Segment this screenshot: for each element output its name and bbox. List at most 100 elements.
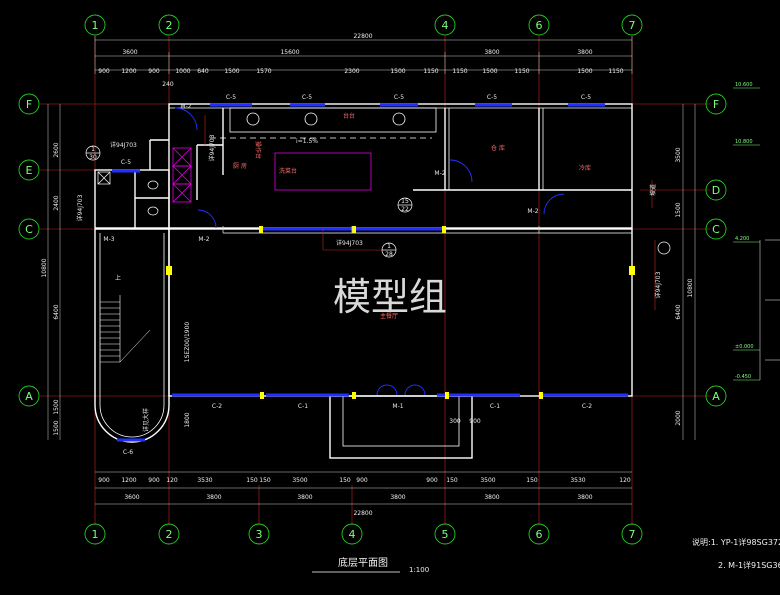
dim-bottom-row1-10: 900	[426, 477, 438, 484]
axis-label-bottom-6: 6	[536, 528, 543, 541]
dim-top-row3-7: 2300	[344, 68, 359, 75]
slope-label: i=1.5%	[296, 138, 318, 145]
door-label-m2-4: M-2	[527, 208, 538, 215]
dim-top-row3-5: 1500	[224, 68, 239, 75]
cold-store-boxes	[172, 147, 192, 203]
door-label-m3: M-3	[103, 236, 114, 243]
dim-top-row3-2: 900	[148, 68, 160, 75]
dim-left-2: 10800	[41, 258, 48, 277]
dim-top-row3-6: 1570	[256, 68, 271, 75]
dim-bottom-row2-3: 3800	[390, 494, 405, 501]
detail-3-bot: 22	[401, 206, 409, 213]
dim-bottom-row1-13: 150	[526, 477, 538, 484]
axis-label-bottom-7: 7	[629, 528, 636, 541]
dim-bottom-row1-6: 150	[259, 477, 271, 484]
axis-bubbles	[18, 14, 727, 545]
leader-lines	[204, 115, 656, 310]
dim-right-1: 1500	[675, 202, 682, 217]
detail-1-top: 1	[91, 146, 95, 153]
dim-bottom-row2-4: 3800	[484, 494, 499, 501]
door-label-m2-3: M-2	[434, 170, 445, 177]
dim-top-row3-14: 1150	[608, 68, 623, 75]
dim-top-row3-11: 1500	[482, 68, 497, 75]
dim-bottom-row1-7: 3500	[292, 477, 307, 484]
win-label-c2-1: C-2	[212, 403, 222, 410]
windows	[112, 103, 628, 442]
dimension-lines	[47, 36, 696, 505]
door-label-m1: M-1	[392, 403, 403, 410]
dim-inner-vertical: 1SEZ00/1900	[184, 322, 191, 363]
dim-lower-right-1: 900	[469, 418, 481, 425]
dim-left-5: 1500	[53, 420, 60, 435]
detail-2-top: 1	[387, 243, 391, 250]
dim-bottom-row2: 3600 3800 3800 3800 3800 3800	[124, 494, 592, 501]
dim-top-row3-13: 1500	[577, 68, 592, 75]
detail-callouts	[85, 145, 671, 258]
dim-top-row2-0: 3600	[122, 49, 137, 56]
dim-bottom-row2-0: 3600	[124, 494, 139, 501]
axis-label-left-a: A	[25, 390, 33, 403]
win-label-c5-2: C-5	[302, 94, 312, 101]
dim-bottom-row1-12: 3500	[480, 477, 495, 484]
axis-label-bottom-3: 3	[256, 528, 263, 541]
operation-table	[274, 152, 372, 191]
dim-bottom-row1-5: 150	[246, 477, 258, 484]
axis-label-right-a: A	[712, 390, 720, 403]
win-label-c1-1: C-1	[298, 403, 308, 410]
win-label-c5-6: C-5	[121, 159, 131, 166]
ref-label-a: 详94J703	[110, 141, 137, 149]
dim-top-row3-1: 1200	[121, 68, 136, 75]
kitchen-counter	[229, 107, 437, 133]
structural-columns	[166, 226, 635, 399]
axis-label-left-e: E	[26, 164, 33, 177]
dim-bottom-row1-15: 120	[619, 477, 631, 484]
axis-label-right-f: F	[713, 98, 719, 111]
dim-top-row3-4: 640	[197, 68, 209, 75]
room-label-7: 主餐厅	[380, 312, 398, 320]
level-0: 10.600	[735, 82, 753, 88]
dim-bottom-row1-8: 150	[339, 477, 351, 484]
win-label-c2-2: C-2	[582, 403, 592, 410]
dim-left-0: 2600	[53, 142, 60, 157]
level-markers	[733, 87, 760, 381]
axis-label-right-c: C	[712, 223, 720, 236]
dim-left-4: 1500	[53, 399, 60, 414]
walls	[94, 103, 633, 459]
ref-label-c: 详94J703	[336, 239, 363, 247]
level-2: 4.200	[735, 236, 749, 242]
dim-top-row3: 900 1200 900 1000 640 1500 1570 2300 150…	[98, 68, 624, 75]
room-label-4: 仓 库	[491, 144, 505, 152]
ref-label-b: 详94J703	[76, 194, 84, 221]
dim-bottom-row1: 900 1200 900 120 3530 150 150 3500 150 9…	[98, 477, 631, 484]
toilet-fixtures	[97, 171, 159, 216]
stair-treads	[100, 295, 151, 363]
stair-up-label: 上	[115, 274, 121, 282]
dim-inner-vertical2: 1800	[184, 412, 191, 427]
dim-left-1: 2400	[53, 195, 60, 210]
dim-bottom-row1-11: 150	[446, 477, 458, 484]
ramp-label: 坡道	[649, 184, 657, 196]
dim-top-row3-10: 1150	[452, 68, 467, 75]
dim-bottom-row1-2: 900	[148, 477, 160, 484]
dim-top-row3-8: 1500	[390, 68, 405, 75]
axis-label-left-c: C	[25, 223, 33, 236]
win-label-c1-2: C-1	[490, 403, 500, 410]
note-line-2: 2. M-1详91SG362图集	[718, 560, 780, 570]
dim-bottom-overall: 22800	[353, 510, 372, 517]
win-label-c5-4: C-5	[487, 94, 497, 101]
drawing-title: 底层平面图	[338, 556, 388, 569]
axis-label-right-d: D	[712, 184, 720, 197]
win-label-c5-1: C-5	[226, 94, 236, 101]
dim-bottom-row1-9: 900	[356, 477, 368, 484]
dim-top-small: 240	[162, 81, 174, 88]
room-label-5: 冷库	[579, 164, 591, 172]
dim-top-row3-9: 1150	[423, 68, 438, 75]
win-label-c6: C-6	[123, 449, 133, 456]
win-label-c5-5: C-5	[581, 94, 591, 101]
room-label-6: 操作台	[254, 141, 262, 159]
dim-right-3: 6400	[675, 304, 682, 319]
door-label-m2-2: M-2	[198, 236, 209, 243]
dim-bottom-row1-1: 1200	[121, 477, 136, 484]
detail-3-top: 15	[401, 198, 409, 205]
dim-bottom-row1-0: 900	[98, 477, 110, 484]
